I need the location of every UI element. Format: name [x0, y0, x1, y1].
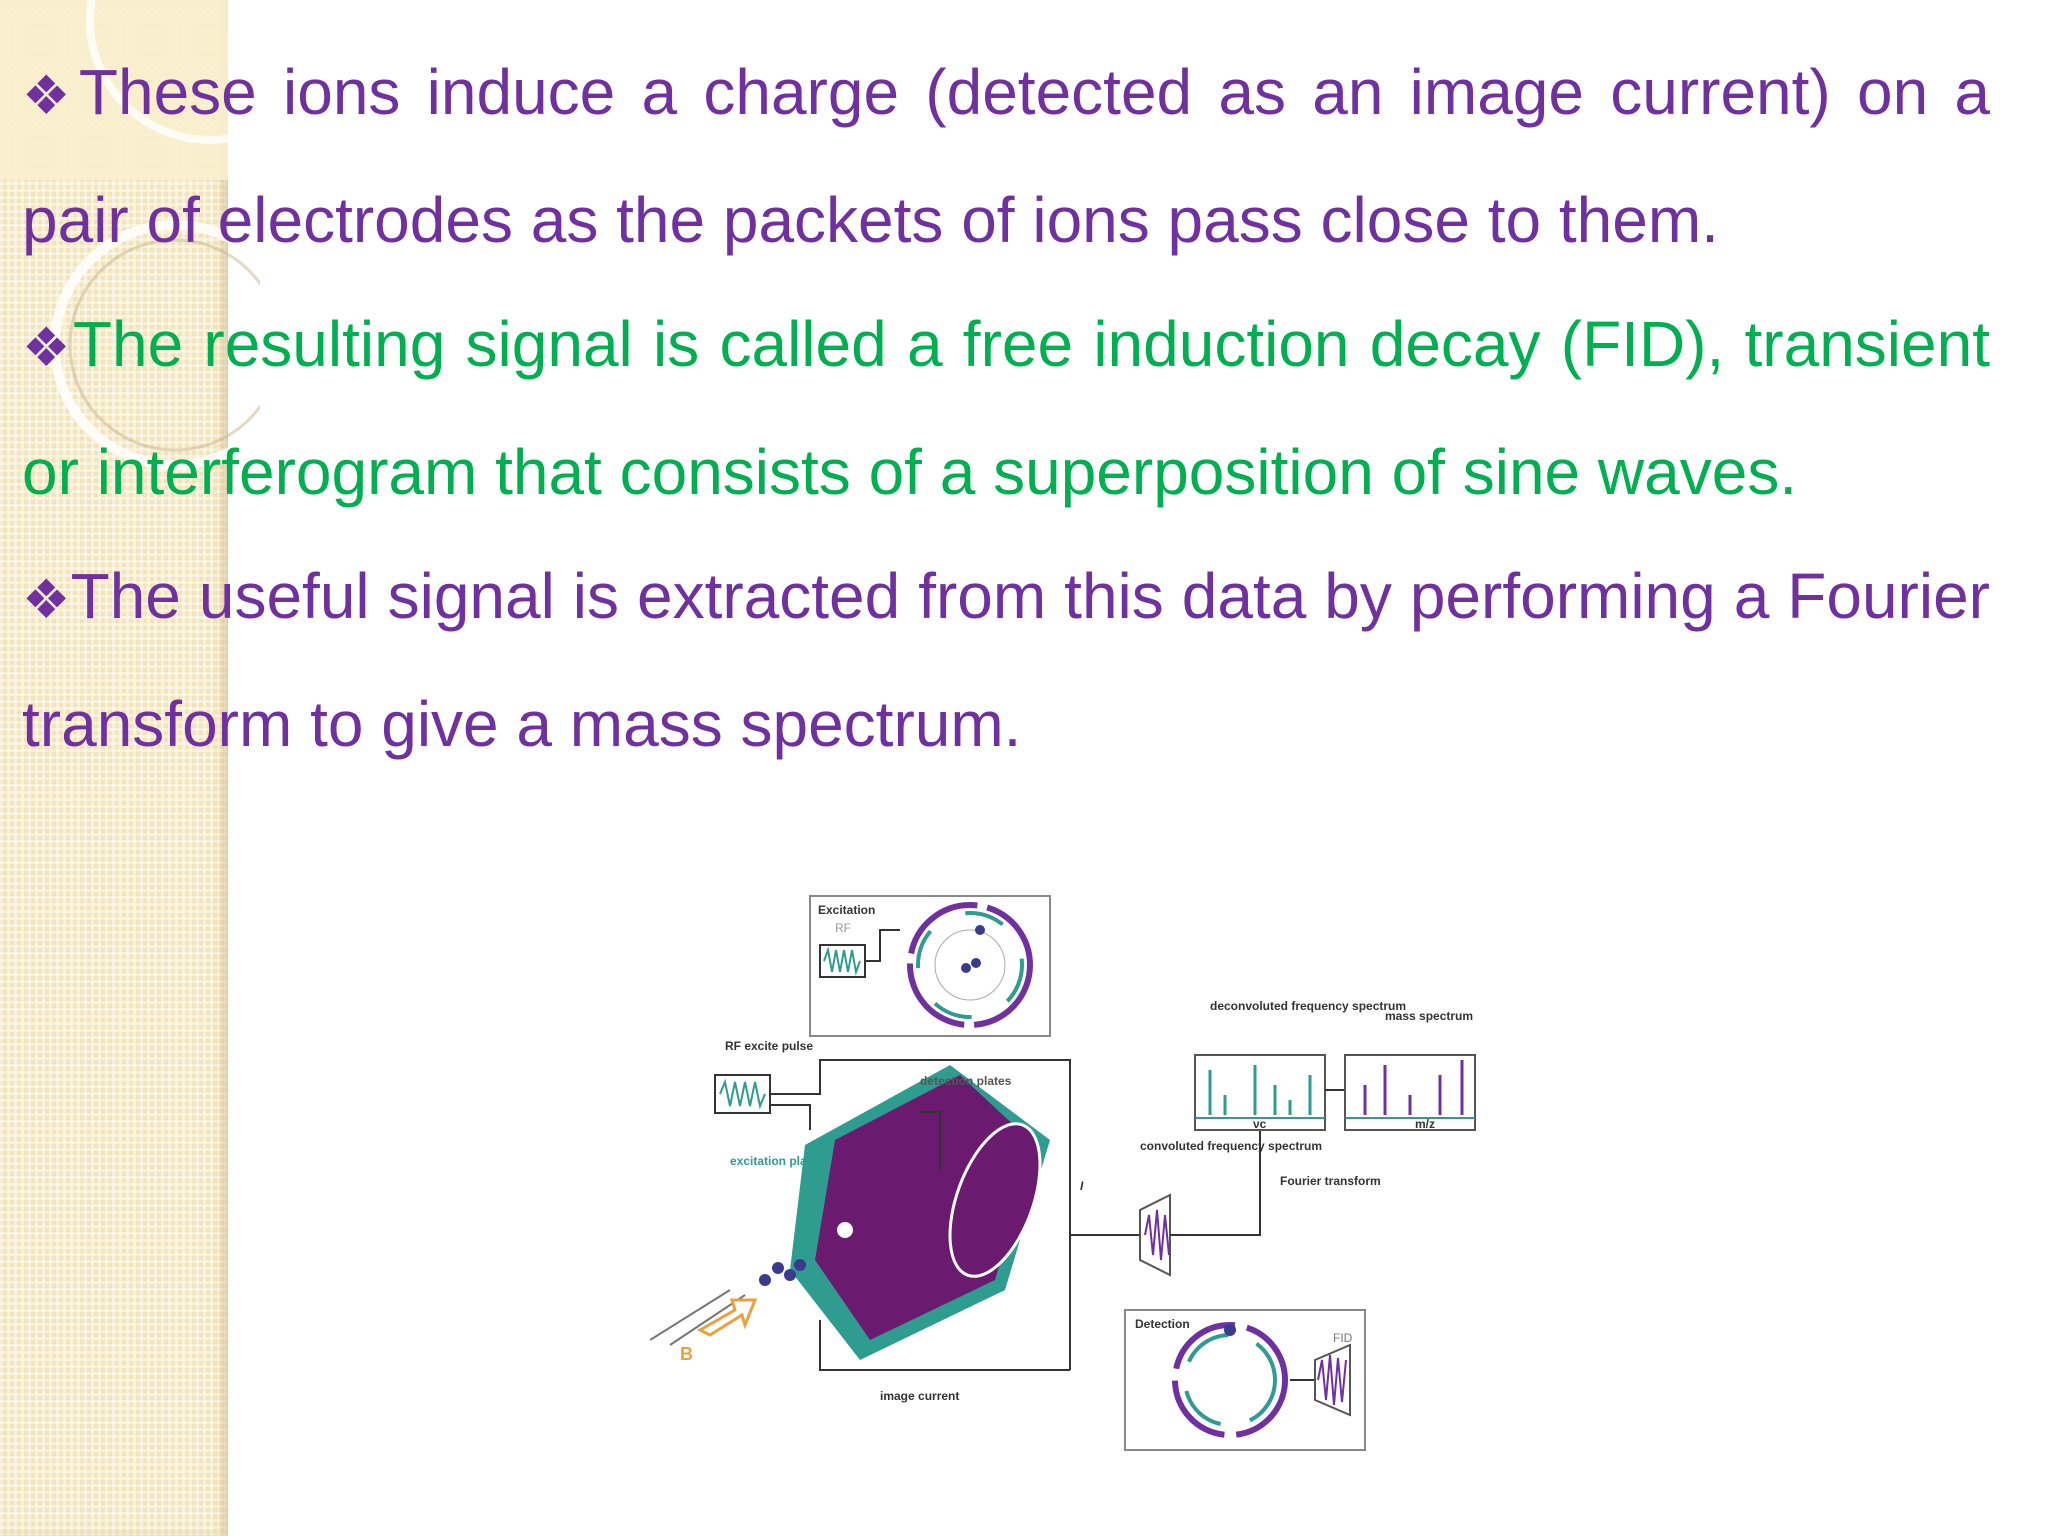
bullet-text-2: The resulting signal is called a free in…	[22, 308, 1990, 508]
signal-wiring: I image current	[819, 1111, 1140, 1403]
detection-label: Detection	[1135, 1317, 1190, 1331]
ft-icr-diagram: Excitation RF RF excite pulse detection …	[650, 895, 1476, 1451]
bullet-text-1: These ions induce a charge (detected as …	[22, 56, 1991, 256]
bullet-symbol-3: ❖	[22, 570, 71, 630]
bullet-symbol-2: ❖	[22, 318, 73, 378]
mass-spectrum-label: mass spectrum	[1385, 1009, 1473, 1023]
mass-spectrum: mass spectrum m/z	[1344, 1009, 1476, 1131]
bullet-symbol-1: ❖	[22, 66, 79, 126]
bullet-paragraph-1: ❖These ions induce a charge (detected as…	[22, 30, 1990, 282]
bullet-text-3: The useful signal is extracted from this…	[22, 560, 1990, 760]
mz-label: m/z	[1415, 1117, 1435, 1131]
detection-inset: Detection FID	[1124, 1309, 1366, 1451]
convoluted-spectrum: convoluted frequency spectrum Fourier tr…	[1139, 1130, 1381, 1277]
penning-trap-cylinder: detection plates excitation plates B	[650, 1065, 1050, 1364]
excitation-inset: Excitation RF	[809, 895, 1051, 1037]
rf-excite-pulse: RF excite pulse	[714, 1039, 1071, 1370]
detection-plates-label: detection plates	[920, 1074, 1012, 1088]
bullet-paragraph-2: ❖The resulting signal is called a free i…	[22, 282, 1990, 534]
decorative-rings	[50, 0, 260, 470]
deconvoluted-spectrum: deconvoluted frequency spectrum νc	[1194, 999, 1406, 1131]
excitation-label: Excitation	[818, 903, 875, 917]
b-field-label: B	[680, 1344, 693, 1364]
slide-body: ❖These ions induce a charge (detected as…	[22, 30, 1990, 786]
rf-excite-label: RF excite pulse	[725, 1039, 813, 1053]
convoluted-label: convoluted frequency spectrum	[1140, 1139, 1322, 1153]
decorative-sidebar	[0, 0, 228, 1536]
bullet-paragraph-3: ❖The useful signal is extracted from thi…	[22, 534, 1990, 786]
excitation-plates-label: excitation plates	[730, 1154, 824, 1168]
deconvoluted-label: deconvoluted frequency spectrum	[1210, 999, 1406, 1013]
fid-label: FID	[1333, 1331, 1353, 1345]
fourier-transform-label: Fourier transform	[1280, 1174, 1381, 1188]
current-i-label: I	[1080, 1179, 1084, 1193]
vc-label: νc	[1253, 1117, 1267, 1131]
image-current-label: image current	[880, 1389, 959, 1403]
rf-label: RF	[835, 921, 851, 935]
